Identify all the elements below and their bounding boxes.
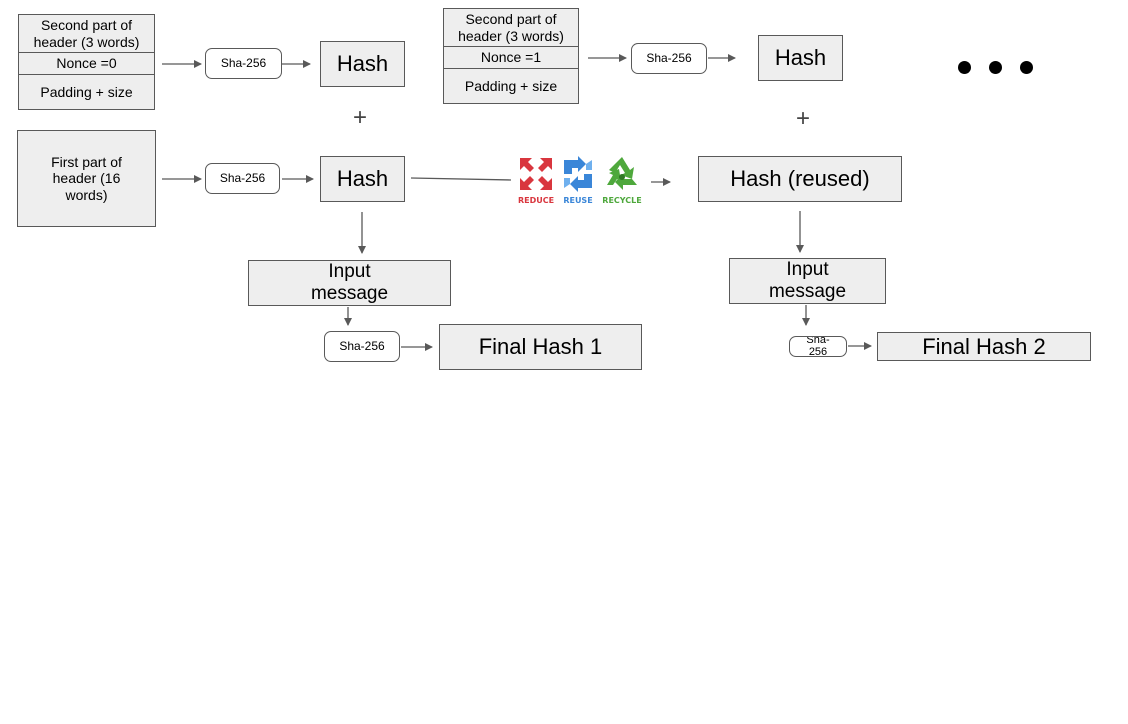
ellipsis-dot xyxy=(1020,61,1033,74)
reuse-label: REUSE xyxy=(563,196,593,205)
padding-cell: Padding + size xyxy=(19,74,154,109)
sha256-node-top-2: Sha-256 xyxy=(631,43,707,74)
header-part1-box: First part of header (16 words) xyxy=(17,130,156,227)
header-part2-cell-2: Second part of header (3 words) xyxy=(458,11,564,44)
final-hash-1-box: Final Hash 1 xyxy=(439,324,642,370)
input-message-box-2: Input message xyxy=(729,258,886,304)
reuse-arrows-icon xyxy=(564,156,592,192)
recycle-label: RECYCLE xyxy=(602,196,642,205)
reduce-arrows-icon xyxy=(520,158,552,190)
sha256-node-final-2: Sha-256 xyxy=(789,336,847,357)
ellipsis-dot xyxy=(989,61,1002,74)
plus-sign-2: + xyxy=(795,105,810,132)
nonce-cell-2: Nonce =1 xyxy=(444,46,578,68)
reduce-label: REDUCE xyxy=(517,196,555,205)
hash-reused-box: Hash (reused) xyxy=(698,156,902,202)
plus-sign-1: + xyxy=(352,104,367,131)
sha256-node-top-1: Sha-256 xyxy=(205,48,282,79)
header-stack-2: Second part of header (3 words) Nonce =1… xyxy=(443,8,579,104)
final-hash-2-box: Final Hash 2 xyxy=(877,332,1091,361)
header-stack-1: Second part of header (3 words) Nonce =0… xyxy=(18,14,155,110)
hash-box-top-2: Hash xyxy=(758,35,843,81)
ellipsis-dot xyxy=(958,61,971,74)
input-message-box-1: Input message xyxy=(248,260,451,306)
header-part2-cell: Second part of header (3 words) xyxy=(33,17,140,50)
sha256-node-mid-1: Sha-256 xyxy=(205,163,280,194)
sha256-node-final-1: Sha-256 xyxy=(324,331,400,362)
recycle-arrows-icon xyxy=(607,157,637,190)
line-hash-to-recycle xyxy=(410,177,512,181)
padding-cell-2: Padding + size xyxy=(444,68,578,103)
hash-box-top-1: Hash xyxy=(320,41,405,87)
hash-box-mid-1: Hash xyxy=(320,156,405,202)
nonce-cell: Nonce =0 xyxy=(19,52,154,74)
